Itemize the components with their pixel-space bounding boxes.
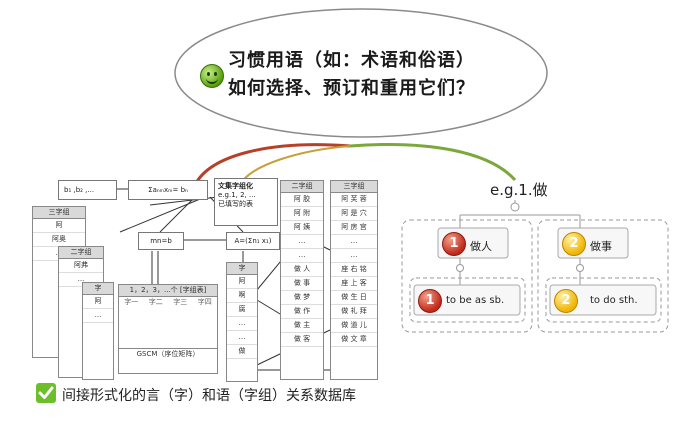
thought-bubble <box>174 8 548 138</box>
col-cell: 阿 <box>227 275 257 289</box>
b-vector-box: b₁ ,b₂ ,... <box>58 180 117 200</box>
gscm-col: 字四 <box>197 298 212 306</box>
note-line-2: e.g.1, 2, ... <box>218 191 256 199</box>
number-badge-1: 1 <box>418 289 442 313</box>
col-header: 三字组 <box>331 181 377 193</box>
col-cell: … <box>227 331 257 345</box>
three-char-column: 三字组 阿 芙 蓉 阿 是 穴 阿 房 宫 … … 座 右 铭 座 上 客 做 … <box>330 180 378 380</box>
gscm-col: 字三 <box>173 298 188 306</box>
title-line-1: 习惯用语（如：术语和俗语） <box>228 50 475 71</box>
example-label: e.g.1.做 <box>490 181 548 199</box>
col-cell: 阿 附 <box>281 207 323 221</box>
table-header: 三字组 <box>33 207 85 219</box>
col-cell: 做 事 <box>281 277 323 291</box>
col-cell: 阿 房 宫 <box>331 221 377 235</box>
col-cell: 做 文 章 <box>331 333 377 347</box>
sum-equation-box: Σaₙₘxₘ= bₙ <box>128 180 208 200</box>
table-cell: 阿 <box>83 295 113 309</box>
mn-box: mn=b <box>138 232 184 250</box>
note-line-3: 已填写的表 <box>218 200 253 208</box>
col-cell: 做 梦 <box>281 291 323 305</box>
col-cell: 做 客 <box>281 333 323 347</box>
col-cell: 做 主 <box>281 319 323 333</box>
col-cell: 阿 姨 <box>281 221 323 235</box>
col-cell: 啊 <box>227 289 257 303</box>
col-cell: 做 道 儿 <box>331 319 377 333</box>
col-cell: 做 礼 拜 <box>331 305 377 319</box>
gscm-col: 字一 <box>124 298 139 306</box>
gscm-header: 1，2，3，...个 [字组表] <box>119 285 217 297</box>
col-cell: 座 上 客 <box>331 277 377 291</box>
table-cell: ... <box>83 309 113 323</box>
char-column: 字 阿 啊 腐 … … 做 <box>226 262 258 382</box>
note-box: 文集字组化 e.g.1, 2, ... 已填写的表 <box>214 178 278 226</box>
title-line-2: 如何选择、预订和重用它们？ <box>228 78 475 99</box>
col-cell: … <box>227 317 257 331</box>
number-badge-2: 2 <box>562 232 586 256</box>
col-cell: … <box>281 249 323 263</box>
smiley-icon <box>200 64 224 88</box>
table-cell: 阿弗 <box>59 259 103 273</box>
char-table: 字 阿 ... <box>82 282 114 380</box>
col-header: 字 <box>227 263 257 275</box>
col-cell: … <box>331 249 377 263</box>
note-line-1: 文集字组化 <box>218 182 253 190</box>
col-cell: 阿 芙 蓉 <box>331 193 377 207</box>
col-cell: 做 人 <box>281 263 323 277</box>
col-header: 二字组 <box>281 181 323 193</box>
number-badge-2: 2 <box>554 289 578 313</box>
table-cell: ... <box>59 273 103 287</box>
branch-word-1: 做人 <box>470 240 492 253</box>
branch-translation-2: to do sth. <box>590 295 638 306</box>
table-cell: 阿奥 <box>33 233 85 247</box>
col-cell: 阿 胶 <box>281 193 323 207</box>
a-equation-box: A=(Σn₁ x₁) <box>226 232 280 250</box>
two-char-column: 二字组 阿 胶 阿 附 阿 姨 … … 做 人 做 事 做 梦 做 作 做 主 … <box>280 180 324 380</box>
col-cell: 座 右 铭 <box>331 263 377 277</box>
col-cell: 做 作 <box>281 305 323 319</box>
gscm-col: 字二 <box>148 298 163 306</box>
table-cell: 阿 <box>33 219 85 233</box>
diagram-caption: 间接形式化的言（字）和语（字组）关系数据库 <box>62 388 356 404</box>
col-cell: 腐 <box>227 303 257 317</box>
branch-translation-1: to be as sb. <box>446 295 505 306</box>
table-header: 字 <box>83 283 113 295</box>
col-cell: … <box>281 235 323 249</box>
checkmark-icon <box>36 383 56 403</box>
branch-word-2: 做事 <box>590 240 612 253</box>
gscm-matrix: 1，2，3，...个 [字组表] 字一 字二 字三 字四 GSCM（序位矩阵） <box>118 284 218 374</box>
gscm-caption: GSCM（序位矩阵） <box>119 348 217 360</box>
col-cell: 做 <box>227 345 257 359</box>
number-badge-1: 1 <box>442 232 466 256</box>
table-header: 二字组 <box>59 247 103 259</box>
col-cell: 做 生 日 <box>331 291 377 305</box>
col-cell: … <box>331 235 377 249</box>
col-cell: 阿 是 穴 <box>331 207 377 221</box>
